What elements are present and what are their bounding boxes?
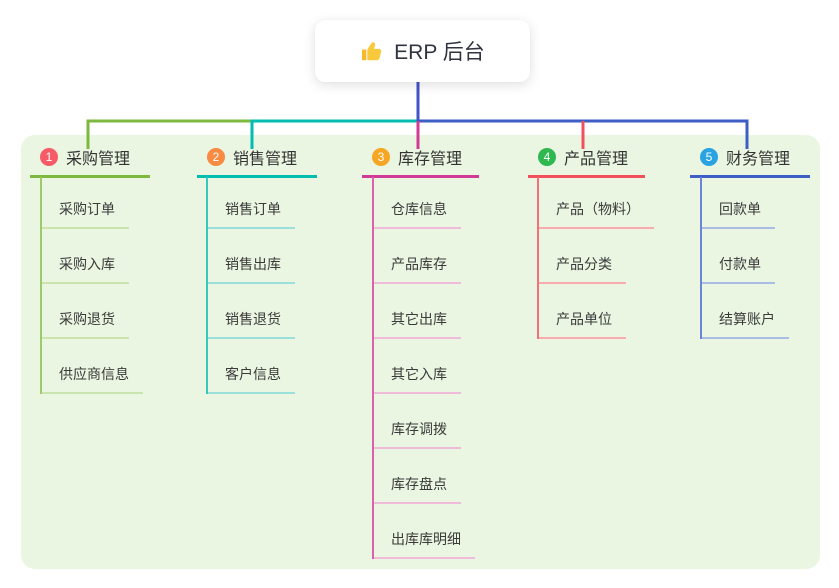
- mindmap-item[interactable]: 结算账户: [702, 284, 789, 339]
- branch-title: 库存管理: [398, 150, 463, 168]
- branch-items-1: 采购订单采购入库采购退货供应商信息: [40, 177, 143, 394]
- branch-header-4[interactable]: 4 产品管理: [528, 147, 645, 178]
- mindmap-item[interactable]: 出库库明细: [374, 504, 475, 559]
- mindmap-item[interactable]: 产品库存: [374, 229, 461, 284]
- mindmap-item[interactable]: 其它出库: [374, 284, 461, 339]
- branch-items-2: 销售订单销售出库销售退货客户信息: [206, 177, 295, 394]
- mindmap-item[interactable]: 库存盘点: [374, 449, 461, 504]
- mindmap-item[interactable]: 供应商信息: [42, 339, 143, 394]
- branch-header-5[interactable]: 5 财务管理: [690, 147, 810, 178]
- mindmap-item[interactable]: 销售退货: [208, 284, 295, 339]
- mindmap-item[interactable]: 付款单: [702, 229, 775, 284]
- mindmap-item[interactable]: 采购退货: [42, 284, 129, 339]
- mindmap-item[interactable]: 产品单位: [539, 284, 626, 339]
- branch-number-badge: 3: [372, 147, 390, 166]
- branch-number-badge: 4: [538, 147, 556, 166]
- branch-title: 产品管理: [564, 150, 629, 168]
- branch-header-3[interactable]: 3 库存管理: [362, 147, 479, 178]
- thumbs-up-icon: [360, 39, 384, 63]
- branch-title: 采购管理: [66, 150, 131, 168]
- branch-number-badge: 1: [40, 147, 58, 166]
- mindmap-item[interactable]: 销售订单: [208, 177, 295, 229]
- branch-title: 财务管理: [726, 150, 791, 168]
- mindmap-item[interactable]: 库存调拨: [374, 394, 461, 449]
- mindmap-item[interactable]: 产品分类: [539, 229, 626, 284]
- root-title: ERP 后台: [394, 41, 485, 64]
- mindmap-item[interactable]: 采购订单: [42, 177, 129, 229]
- branch-number-badge: 5: [700, 147, 718, 166]
- mindmap-item[interactable]: 客户信息: [208, 339, 295, 394]
- branch-items-3: 仓库信息产品库存其它出库其它入库库存调拨库存盘点出库库明细: [372, 177, 475, 559]
- mindmap-item[interactable]: 采购入库: [42, 229, 129, 284]
- mindmap-item[interactable]: 产品（物料）: [539, 177, 654, 229]
- branch-header-1[interactable]: 1 采购管理: [30, 147, 150, 178]
- branch-header-2[interactable]: 2 销售管理: [197, 147, 317, 178]
- branch-items-4: 产品（物料）产品分类产品单位: [537, 177, 654, 339]
- root-node[interactable]: ERP 后台: [315, 20, 530, 82]
- branches-background-panel: [21, 135, 820, 569]
- mindmap-item[interactable]: 仓库信息: [374, 177, 461, 229]
- branch-items-5: 回款单付款单结算账户: [700, 177, 789, 339]
- branch-title: 销售管理: [233, 150, 298, 168]
- mindmap-item[interactable]: 回款单: [702, 177, 775, 229]
- branch-number-badge: 2: [207, 147, 225, 166]
- mindmap-item[interactable]: 其它入库: [374, 339, 461, 394]
- mindmap-item[interactable]: 销售出库: [208, 229, 295, 284]
